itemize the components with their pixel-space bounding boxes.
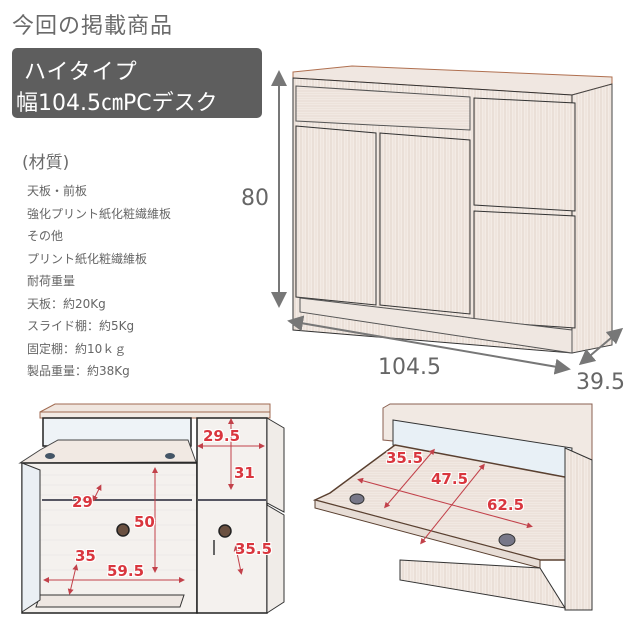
material-item: 天板：約20Kg <box>27 296 106 311</box>
product-badge: ハイタイプ 幅104.5㎝PCデスク <box>12 48 262 118</box>
product-name: 幅104.5㎝PCデスク <box>16 91 218 116</box>
page-heading: 今回の掲載商品 <box>12 14 174 39</box>
slide-shelf-width-label: 62.5 <box>487 496 525 514</box>
material-item: プリント紙化粧繊維板 <box>27 251 148 266</box>
left-inner-width-label: 59.5 <box>107 562 145 580</box>
height-label: 80 <box>241 186 269 211</box>
left-shelf-depth-label: 29 <box>72 493 93 511</box>
width-arrow <box>287 315 571 375</box>
right-upper-height-label: 31 <box>234 464 255 482</box>
material-item: 耐荷重量 <box>27 274 76 288</box>
materials-list: 天板・前板 強化プリント紙化粧繊維板 その他 プリント紙化粧繊維板 耐荷重量 天… <box>27 180 171 383</box>
slide-shelf-illustration <box>312 403 593 611</box>
width-label: 104.5 <box>378 355 441 380</box>
left-inner-height-label: 50 <box>134 513 155 531</box>
material-item: 製品重量：約38Kg <box>27 364 130 378</box>
materials-title: (材質) <box>22 153 70 173</box>
right-upper-width-label: 29.5 <box>203 427 241 445</box>
material-item: スライド棚：約5Kg <box>27 319 135 333</box>
depth-arrow <box>578 327 624 366</box>
material-item: 固定棚：約10ｋｇ <box>27 341 127 356</box>
depth-label: 39.5 <box>576 370 625 395</box>
right-lower-depth-label: 35.5 <box>235 540 273 558</box>
material-item: 天板・前板 <box>27 184 88 198</box>
slide-shelf-depth-label: 35.5 <box>386 449 424 467</box>
product-type: ハイタイプ <box>24 60 138 85</box>
material-item: 強化プリント紙化粧繊維板 <box>27 206 172 221</box>
slide-shelf-inner-depth-label: 47.5 <box>431 470 469 488</box>
left-bottom-depth-label: 35 <box>75 547 96 565</box>
open-cabinet-illustration <box>18 403 285 614</box>
material-item: その他 <box>27 229 64 243</box>
